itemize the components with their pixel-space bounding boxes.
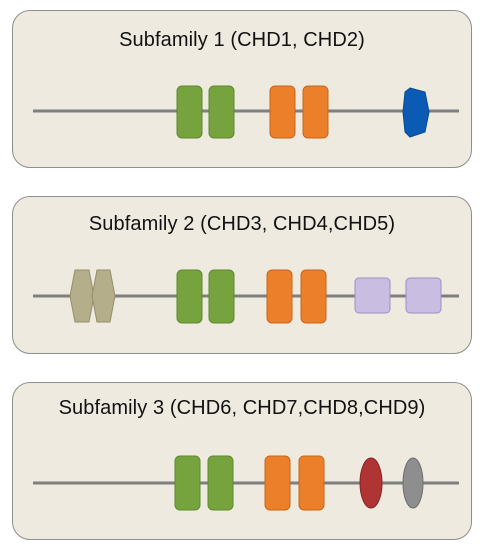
chromodomain-2 bbox=[207, 455, 234, 511]
chd-ct-domain-2 bbox=[405, 277, 442, 314]
chd-ct-domain-1 bbox=[354, 277, 391, 314]
helicase-domain-2 bbox=[300, 269, 327, 324]
helicase-domain-1 bbox=[266, 269, 293, 324]
subfamily-2-title: Subfamily 2 (CHD3, CHD4,CHD5) bbox=[88, 213, 396, 235]
chromodomain-1 bbox=[174, 455, 201, 511]
subfamily-3-panel: Subfamily 3 (CHD6, CHD7,CHD8,CHD9) bbox=[12, 382, 472, 540]
subfamily-1-title: Subfamily 1 (CHD1, CHD2) bbox=[119, 29, 365, 51]
chromodomain-2 bbox=[208, 85, 235, 139]
dna-binding-domain bbox=[402, 87, 430, 138]
brk-domain bbox=[402, 457, 424, 509]
helicase-domain-1 bbox=[264, 455, 291, 511]
helicase-domain-2 bbox=[298, 455, 325, 511]
subfamily-2-diagram bbox=[33, 269, 459, 324]
helicase-domain-1 bbox=[269, 85, 296, 139]
subfamily-3-title: Subfamily 3 (CHD6, CHD7,CHD8,CHD9) bbox=[58, 397, 426, 419]
subfamily-2-panel: Subfamily 2 (CHD3, CHD4,CHD5) bbox=[12, 196, 472, 354]
helicase-domain-2 bbox=[302, 85, 329, 139]
subfamily-1-diagram bbox=[33, 85, 459, 139]
chromodomain-2 bbox=[208, 269, 235, 324]
chromodomain-1 bbox=[176, 85, 203, 139]
subfamily-1-panel: Subfamily 1 (CHD1, CHD2) bbox=[12, 10, 472, 168]
phd-finger-2 bbox=[91, 269, 116, 323]
chromodomain-1 bbox=[176, 269, 203, 324]
phd-finger-1 bbox=[69, 269, 95, 323]
sant-domain bbox=[359, 457, 383, 509]
subfamily-3-diagram bbox=[33, 455, 459, 511]
